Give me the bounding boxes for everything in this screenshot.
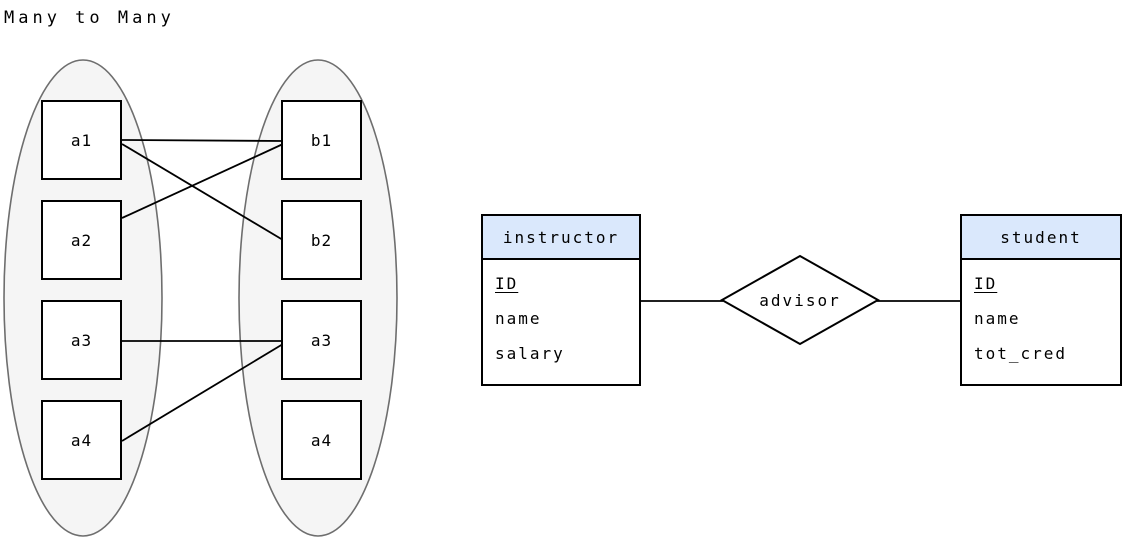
relationship-diamond-shape	[719, 254, 881, 346]
mapping-line-a2-b1	[121, 143, 284, 219]
set-element-box-left-a3: a3	[41, 300, 122, 380]
entity-instructor: instructor ID name salary	[481, 214, 641, 386]
set-element-label: a2	[70, 230, 93, 250]
attribute-row-name: name	[974, 308, 1021, 328]
relationship-label-advisor: advisor	[759, 291, 841, 310]
set-element-label: a3	[310, 330, 333, 350]
mapping-line-a4-a3	[121, 343, 284, 442]
attribute-row-id: ID	[974, 273, 998, 293]
set-element-label: a1	[70, 130, 93, 150]
set-element-label: b2	[310, 230, 333, 250]
attribute-row-id: ID	[495, 273, 519, 293]
entity-header-instructor: instructor	[483, 216, 639, 260]
set-element-box-right-a3: a3	[281, 300, 362, 380]
mapping-line-a1-b1	[121, 139, 284, 142]
set-element-label: b1	[310, 130, 333, 150]
set-element-box-right-a4: a4	[281, 400, 362, 480]
set-element-box-right-b2: b2	[281, 200, 362, 280]
set-element-box-left-a1: a1	[41, 100, 122, 180]
set-element-label: a4	[70, 430, 93, 450]
attribute-row-tot-cred: tot_cred	[974, 344, 1068, 364]
set-element-box-left-a4: a4	[41, 400, 122, 480]
diagram-title: Many to Many	[4, 8, 175, 28]
entity-student: student ID name tot_cred	[960, 214, 1122, 386]
set-element-label: a4	[310, 430, 333, 450]
entity-attributes-student: ID name tot_cred	[962, 260, 1120, 380]
set-element-box-right-b1: b1	[281, 100, 362, 180]
set-element-box-left-a2: a2	[41, 200, 122, 280]
entity-header-student: student	[962, 216, 1120, 260]
attribute-row-name: name	[495, 308, 542, 328]
attribute-row-salary: salary	[495, 344, 565, 364]
mapping-line-a1-b2	[121, 143, 284, 241]
entity-attributes-instructor: ID name salary	[483, 260, 639, 380]
set-element-label: a3	[70, 330, 93, 350]
